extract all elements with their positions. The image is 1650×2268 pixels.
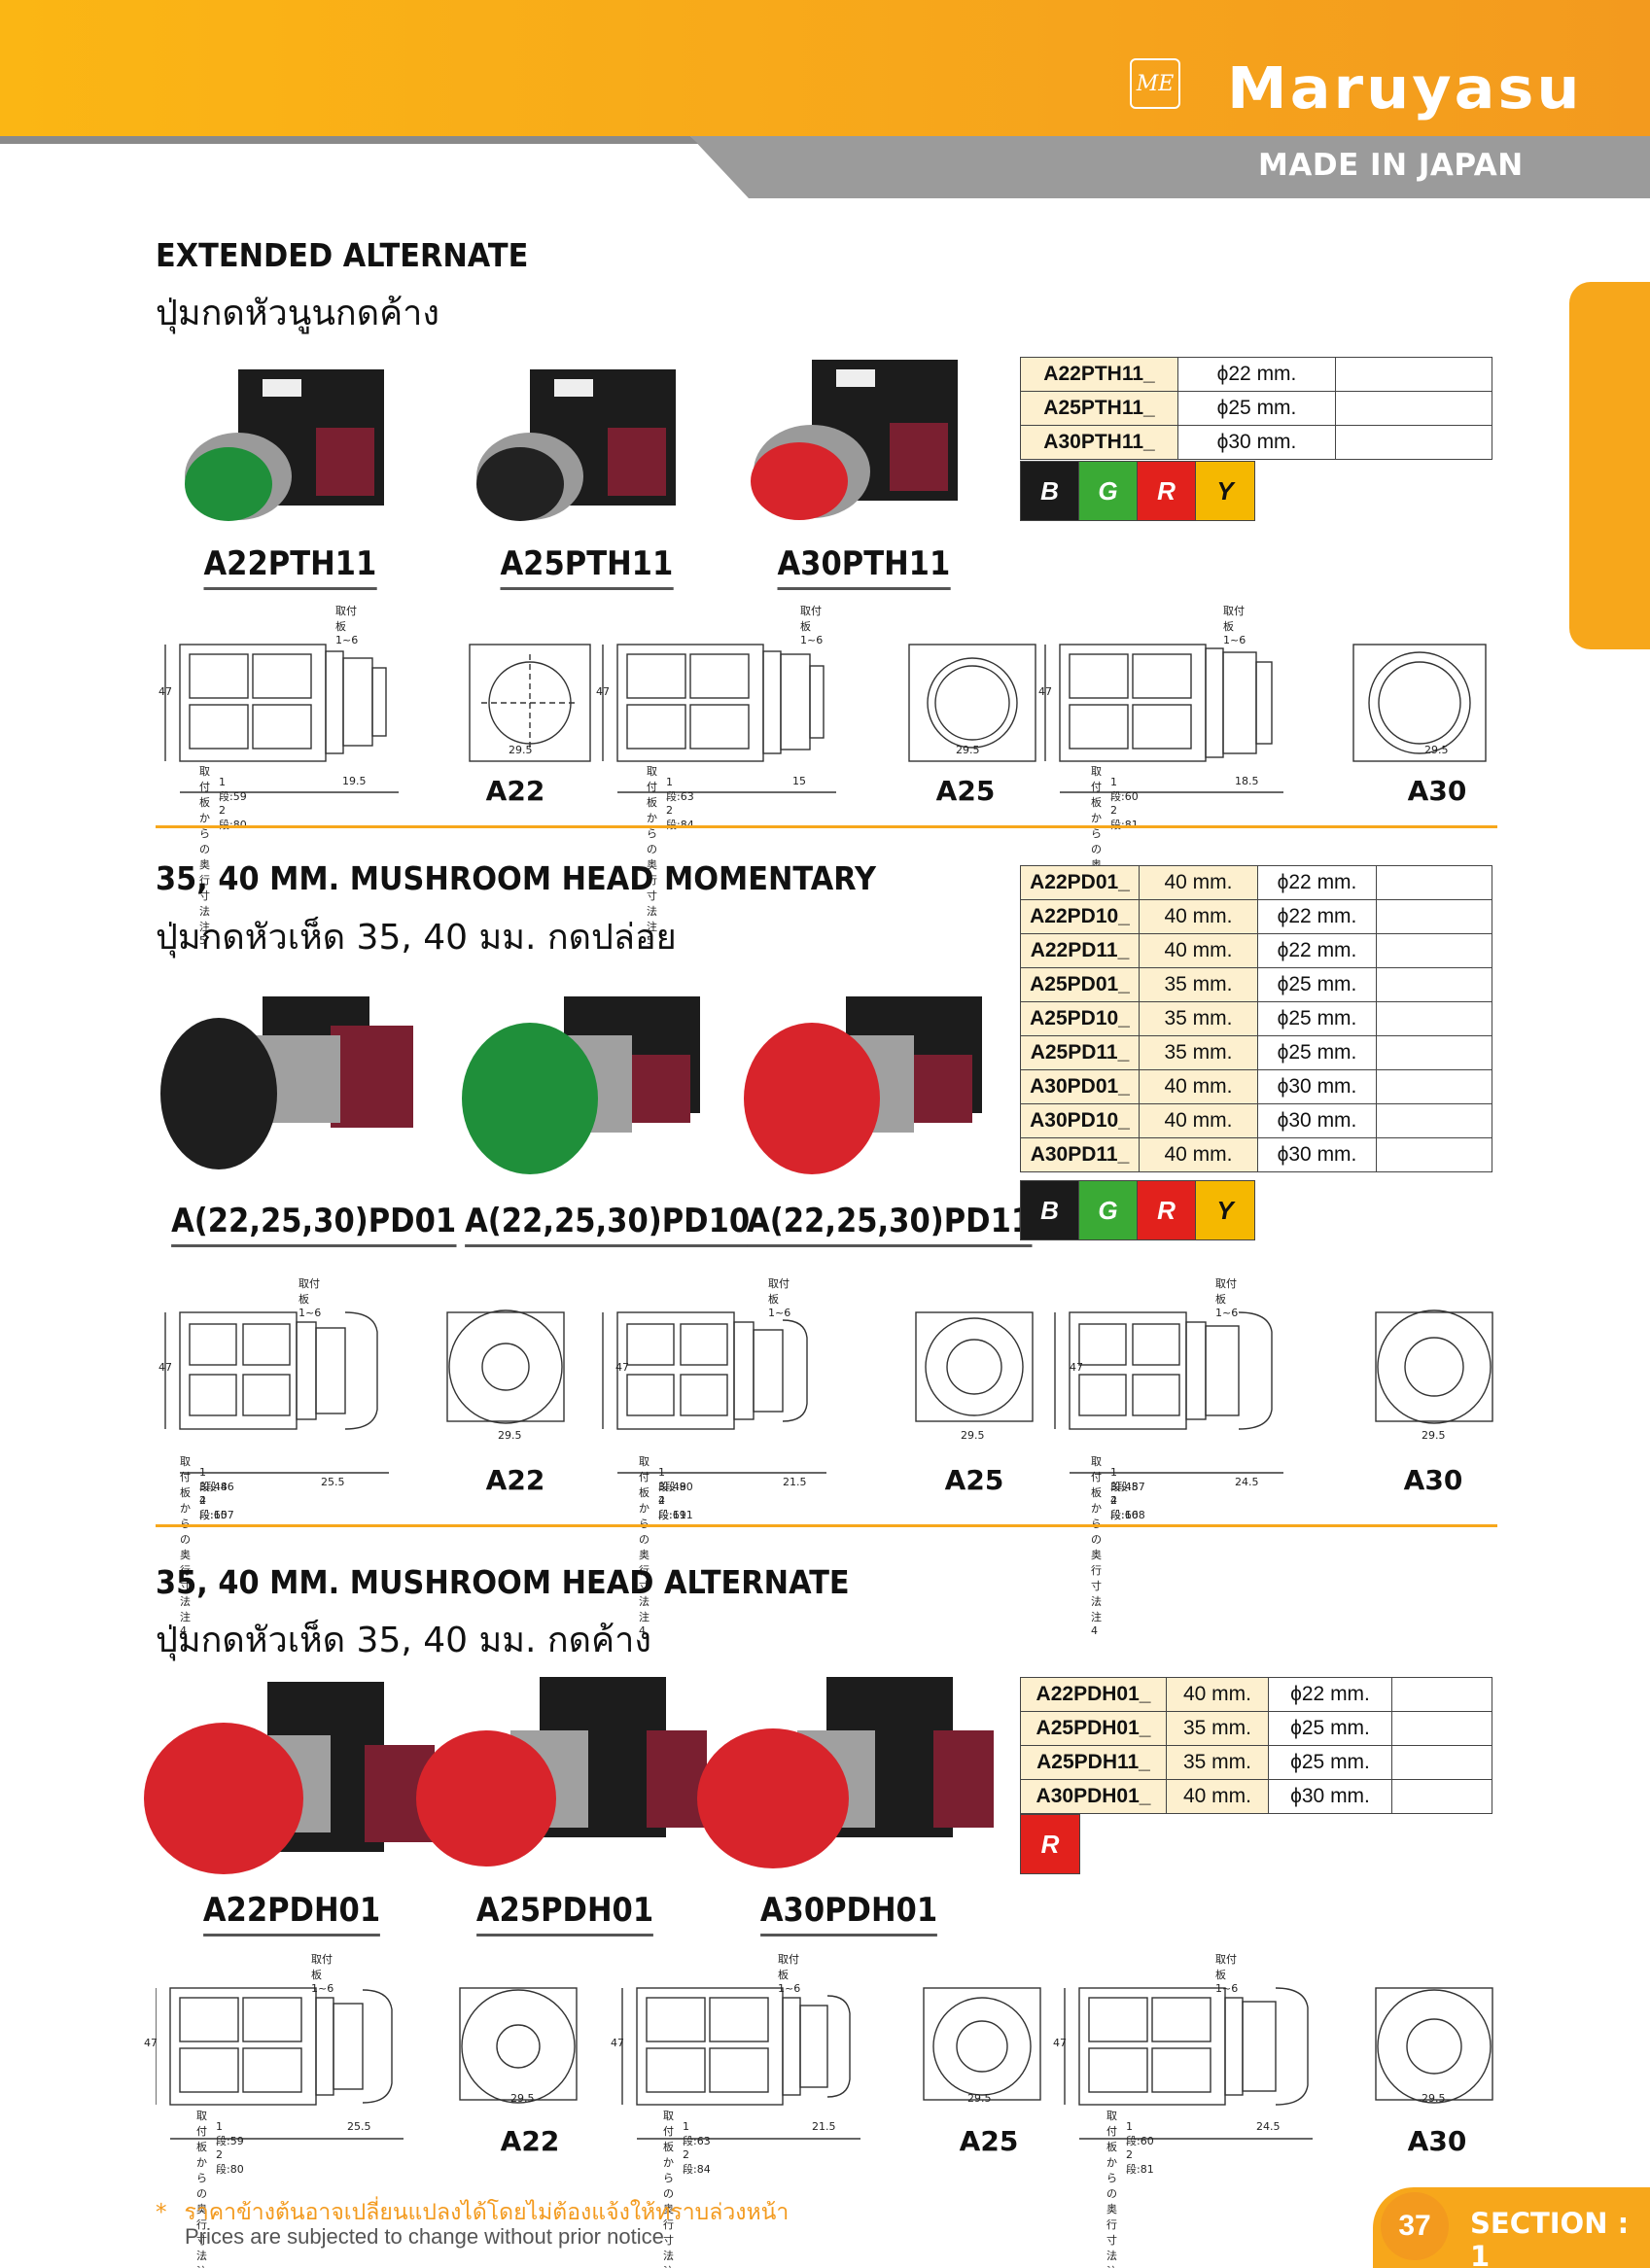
- product-label: A25PDH01: [474, 1891, 657, 1937]
- table-row: A25PD10_35 mm.ϕ25 mm.: [1020, 1001, 1492, 1036]
- section-divider: [156, 825, 1497, 828]
- header-gray-strip: [0, 136, 1650, 198]
- product-label: A30PDH01: [757, 1891, 941, 1937]
- product-image: [697, 1677, 994, 1868]
- drawing-label: A25: [935, 775, 996, 807]
- section-thai-title: ปุ่มกดหัวเห็ด 35, 40 มม. กดปล่อย: [156, 918, 677, 958]
- product-label: A25PTH11: [500, 544, 674, 590]
- product-label: A22PDH01: [200, 1891, 384, 1937]
- spec-table: A22PDH01_40 mm.ϕ22 mm. A25PDH01_35 mm.ϕ2…: [1020, 1677, 1492, 1814]
- drawing-label: A25: [944, 1464, 1004, 1496]
- table-row: A30PD01_40 mm.ϕ30 mm.: [1020, 1069, 1492, 1104]
- section-label: SECTION : 1: [1470, 2207, 1630, 2268]
- section-title: 35, 40 MM. MUSHROOM HEAD ALTERNATE: [156, 1563, 850, 1601]
- drawing-label: A30: [1407, 775, 1467, 807]
- color-swatch-yellow: Y: [1196, 462, 1254, 520]
- section-divider: [156, 1524, 1497, 1527]
- color-swatch-yellow: Y: [1196, 1181, 1254, 1239]
- table-row: A22PD01_40 mm.ϕ22 mm.: [1020, 865, 1492, 900]
- product-image: [744, 996, 982, 1174]
- product-image: [462, 996, 700, 1174]
- table-row: A22PTH11_ϕ22 mm.: [1020, 357, 1492, 392]
- table-row: A22PD10_40 mm.ϕ22 mm.: [1020, 899, 1492, 934]
- drawing-label: A22: [485, 775, 545, 807]
- product-label: A(22,25,30)PD01: [171, 1202, 457, 1247]
- drawing-label: A22: [485, 1464, 545, 1496]
- dimension-drawings: [164, 1309, 1493, 1474]
- table-row: A22PDH01_40 mm.ϕ22 mm.: [1020, 1677, 1492, 1712]
- made-in-japan: MADE IN JAPAN: [1258, 148, 1524, 183]
- color-swatch-red: R: [1021, 1815, 1079, 1873]
- brand-logo: Maruyasu: [1227, 53, 1583, 122]
- color-options: R: [1020, 1814, 1080, 1874]
- table-row: A25PD01_35 mm.ϕ25 mm.: [1020, 967, 1492, 1002]
- drawing-label: A30: [1407, 2125, 1467, 2157]
- product-image: [476, 369, 676, 521]
- drawing-label: A25: [959, 2125, 1019, 2157]
- product-image: [416, 1677, 707, 1867]
- table-row: A25PDH11_35 mm.ϕ25 mm.: [1020, 1745, 1492, 1780]
- section-title: 35, 40 MM. MUSHROOM HEAD MOMENTARY: [156, 859, 876, 897]
- product-image: [144, 1682, 435, 1874]
- side-tab: [1569, 282, 1650, 649]
- product-label: A(22,25,30)PD10: [465, 1202, 751, 1247]
- button-cap: [185, 447, 272, 521]
- color-options: B G R Y: [1020, 1180, 1255, 1240]
- footer-note-thai: *ราคาข้างต้นอาจเปลี่ยนแปลงได้โดยไม่ต้องแ…: [156, 2200, 790, 2225]
- page-number: 37: [1381, 2192, 1449, 2260]
- color-swatch-green: G: [1079, 1181, 1138, 1239]
- product-label: A22PTH11: [203, 544, 377, 590]
- table-row: A22PD11_40 mm.ϕ22 mm.: [1020, 933, 1492, 968]
- table-row: A30PDH01_40 mm.ϕ30 mm.: [1020, 1779, 1492, 1814]
- color-swatch-black: B: [1021, 462, 1079, 520]
- color-swatch-green: G: [1079, 462, 1138, 520]
- table-row: A30PD10_40 mm.ϕ30 mm.: [1020, 1103, 1492, 1138]
- section-thai-title: ปุ่มกดหัวเห็ด 35, 40 มม. กดค้าง: [156, 1621, 651, 1660]
- product-label: A(22,25,30)PD11: [747, 1202, 1033, 1247]
- table-row: A30PD11_40 mm.ϕ30 mm.: [1020, 1137, 1492, 1172]
- footer-note-english: Prices are subjected to change without p…: [185, 2224, 664, 2249]
- product-label: A30PTH11: [777, 544, 951, 590]
- table-row: A25PTH11_ϕ25 mm.: [1020, 391, 1492, 426]
- table-row: A25PD11_35 mm.ϕ25 mm.: [1020, 1035, 1492, 1070]
- drawing-label: A22: [500, 2125, 560, 2157]
- section-thai-title: ปุ่มกดหัวนูนกดค้าง: [156, 294, 439, 333]
- drawing-label: A30: [1403, 1464, 1463, 1496]
- section-title: EXTENDED ALTERNATE: [156, 236, 529, 274]
- product-image: [751, 360, 958, 520]
- color-options: B G R Y: [1020, 461, 1255, 521]
- color-swatch-red: R: [1138, 462, 1196, 520]
- color-swatch-red: R: [1138, 1181, 1196, 1239]
- table-row: A25PDH01_35 mm.ϕ25 mm.: [1020, 1711, 1492, 1746]
- logo-mark-icon: ME: [1130, 58, 1180, 109]
- spec-table: A22PD01_40 mm.ϕ22 mm. A22PD10_40 mm.ϕ22 …: [1020, 865, 1492, 1172]
- spec-table: A22PTH11_ϕ22 mm. A25PTH11_ϕ25 mm. A30PTH…: [1020, 357, 1492, 460]
- color-swatch-black: B: [1021, 1181, 1079, 1239]
- dimension-drawings: [164, 644, 1487, 793]
- table-row: A30PTH11_ϕ30 mm.: [1020, 425, 1492, 460]
- header-banner: [0, 0, 1650, 136]
- dimension-drawings: [156, 1987, 1493, 2140]
- product-image: [185, 369, 384, 521]
- product-image: [160, 996, 413, 1169]
